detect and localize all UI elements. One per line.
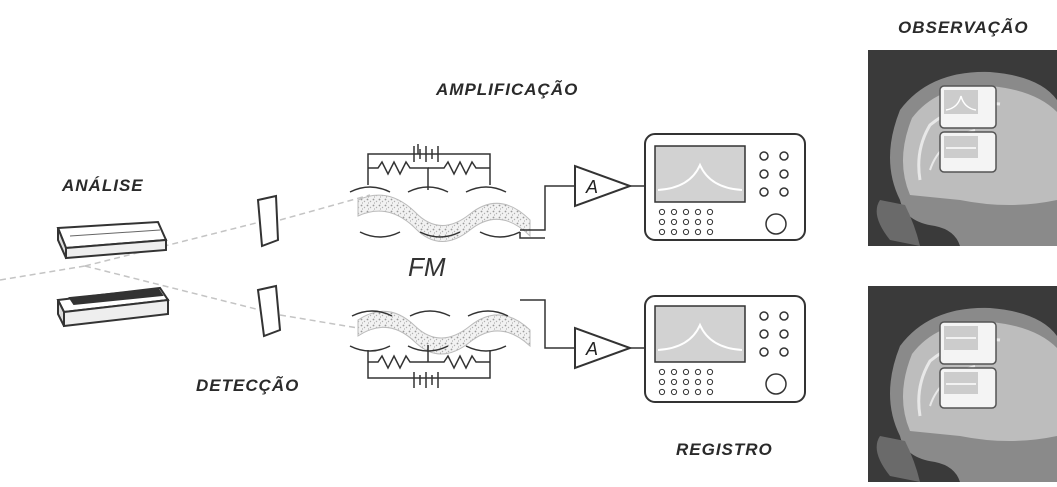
recorder-bottom xyxy=(644,295,806,403)
fm-circuit-top xyxy=(349,144,507,193)
head-image-bottom xyxy=(868,286,1057,482)
analysis-prism-top xyxy=(56,220,168,260)
label-fm: FM xyxy=(408,252,446,282)
amplifier-bottom xyxy=(574,326,633,370)
amplifier-top xyxy=(574,164,633,208)
label-detection: DETECÇÃO xyxy=(196,376,300,395)
detector-top xyxy=(256,194,280,248)
recorder-top xyxy=(644,133,806,241)
fm-wave-top xyxy=(357,194,531,242)
fm-circuit-bottom xyxy=(349,310,509,388)
detector-bottom xyxy=(256,284,282,338)
analysis-prism-bottom xyxy=(56,286,170,328)
label-analysis: ANÁLISE xyxy=(62,176,144,195)
fm-wave-bottom xyxy=(357,310,531,355)
amplifier-bottom-label: A xyxy=(585,339,598,359)
fm-arcs-top-bottom xyxy=(359,231,545,239)
label-observation: OBSERVAÇÃO xyxy=(898,18,1029,37)
label-registration: REGISTRO xyxy=(676,440,773,459)
light-beams xyxy=(0,194,371,331)
wires xyxy=(520,185,645,349)
label-amplification: AMPLIFICAÇÃO xyxy=(436,80,579,99)
amplifier-top-label: A xyxy=(585,177,598,197)
head-image-top xyxy=(868,50,1057,247)
